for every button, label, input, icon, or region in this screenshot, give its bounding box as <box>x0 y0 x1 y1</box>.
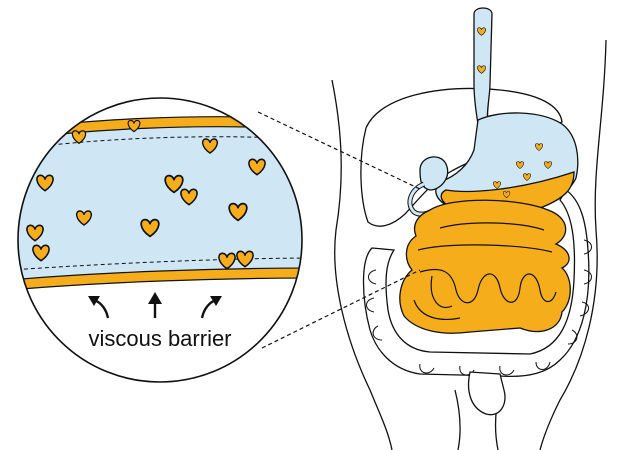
rectum <box>469 372 505 415</box>
viscous-barrier-label: viscous barrier <box>88 326 231 351</box>
magnifier-lens: viscous barrier <box>10 98 320 382</box>
small-intestine <box>400 200 570 333</box>
organs <box>361 8 592 415</box>
